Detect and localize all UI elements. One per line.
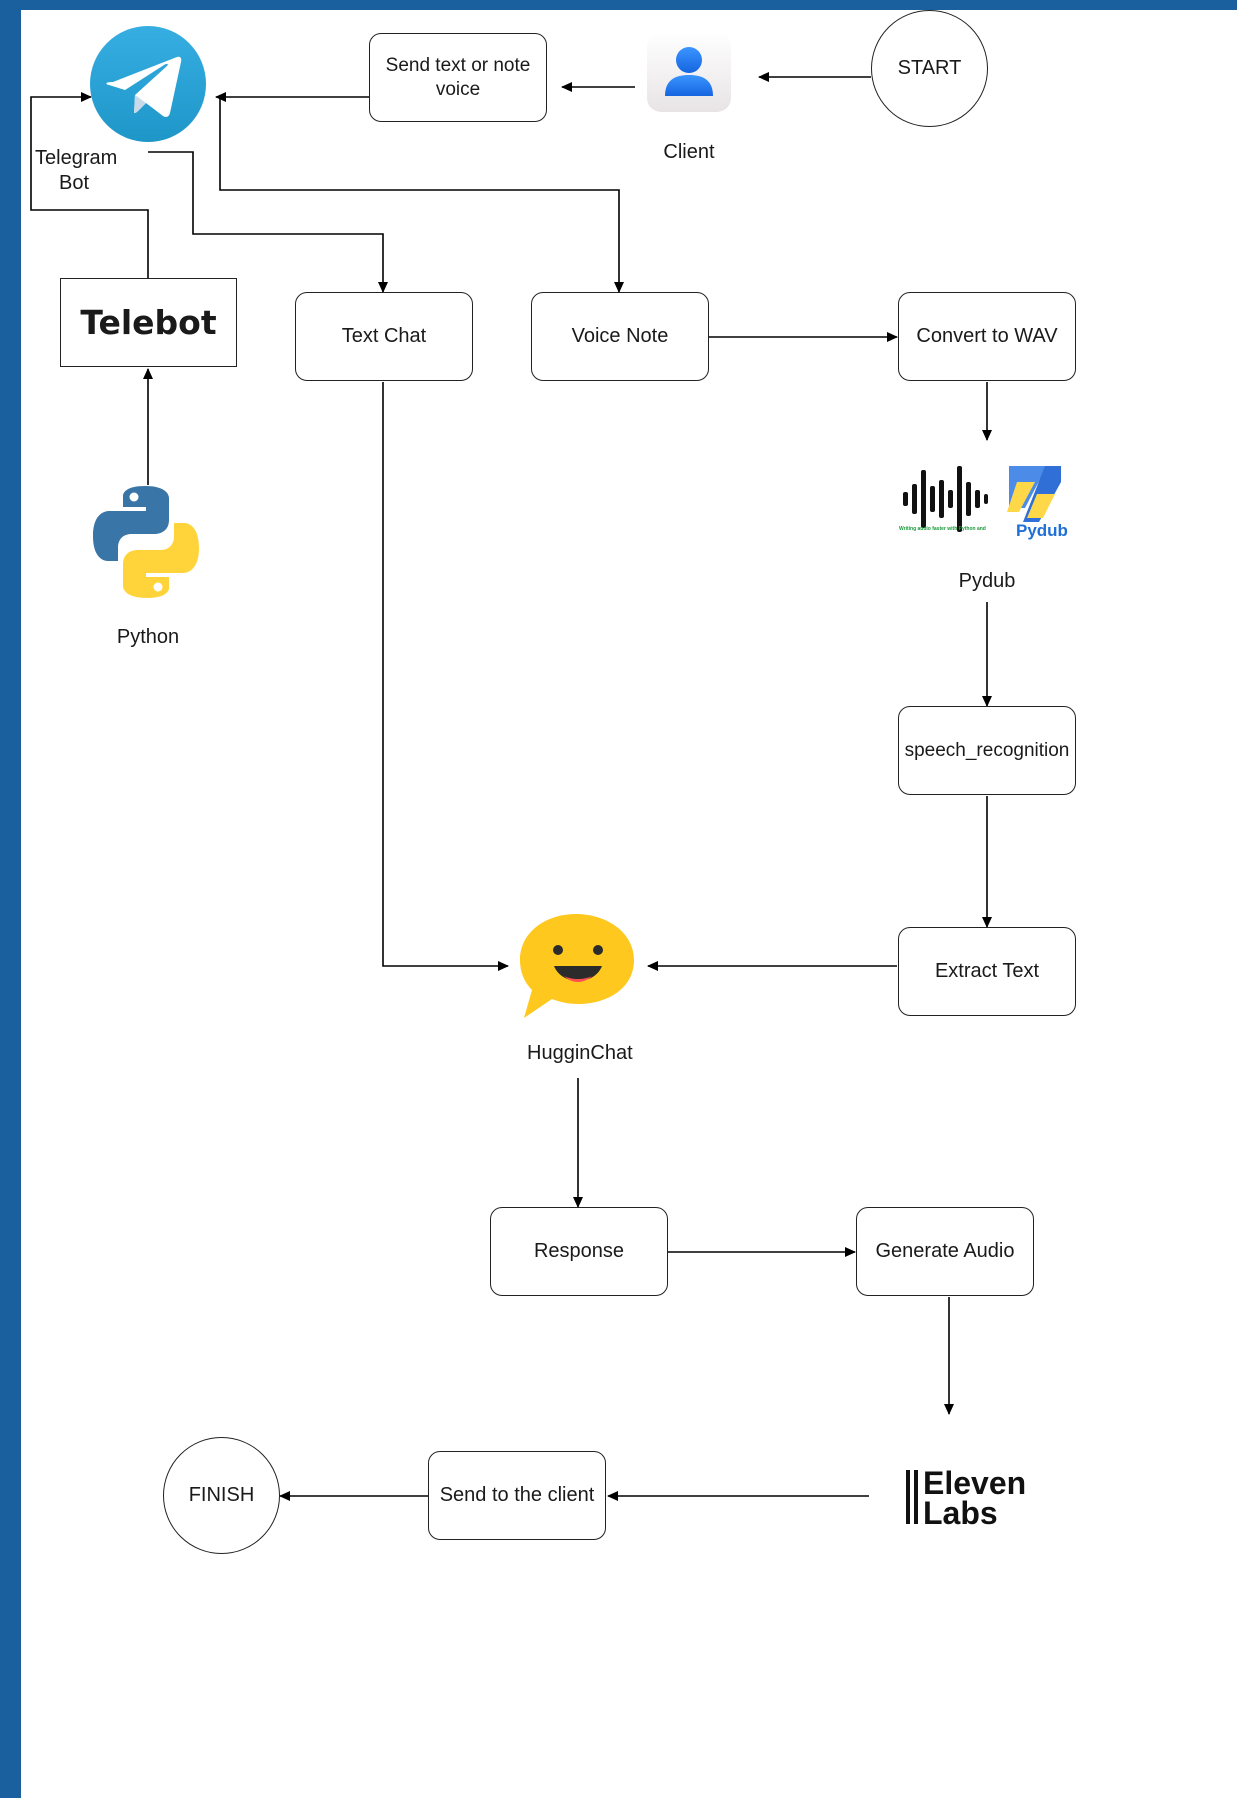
hugginchat-label: HugginChat [527, 1042, 633, 1064]
elevenlabs-line2: Labs [923, 1495, 998, 1532]
start-label: START [897, 57, 962, 79]
finish-node: FINISH [163, 1437, 280, 1554]
python-icon [88, 482, 204, 602]
arrow-telegram-to-voicenote [219, 97, 624, 293]
elevenlabs-wordmark: Eleven Labs [923, 1465, 1027, 1532]
telebot-node: Telebot [60, 278, 237, 367]
arrow-telebot-to-telegram [30, 92, 149, 278]
pydub-logo-text: Pydub [1016, 521, 1068, 540]
pydub-label: Pydub [958, 570, 1016, 592]
generate-audio-node: Generate Audio [856, 1207, 1034, 1296]
send-text-node: Send text or note voice [369, 33, 547, 122]
speech-recognition-label: speech_recognition [904, 739, 1070, 761]
telegram-bot-text: Telegram Bot [35, 147, 118, 194]
elevenlabs-line1: Eleven [923, 1465, 1027, 1501]
send-client-node: Send to the client [428, 1451, 606, 1540]
send-client-label: Send to the client [439, 1484, 595, 1506]
connector-lines [30, 72, 992, 1501]
elevenlabs-logo [904, 1468, 922, 1526]
start-node: START [871, 10, 988, 127]
voice-note-node: Voice Note [531, 292, 709, 381]
telegram-icon [89, 25, 207, 143]
diagram-canvas: START Client Send text or note voice [21, 10, 1237, 1798]
python-label: Python [116, 626, 180, 648]
telebot-label: Telebot [80, 302, 217, 342]
send-text-label: Send text or note voice [385, 54, 531, 100]
pydub-tagline: Writing audio faster with Python and [899, 526, 986, 532]
extract-text-label: Extract Text [934, 960, 1040, 982]
client-label: Client [663, 141, 715, 163]
arrow-textchat-to-hugginchat [382, 382, 509, 971]
waveform-icon [897, 462, 1079, 544]
text-chat-node: Text Chat [295, 292, 473, 381]
generate-audio-label: Generate Audio [875, 1240, 1015, 1262]
response-node: Response [490, 1207, 668, 1296]
convert-wav-label: Convert to WAV [916, 325, 1058, 347]
extract-text-node: Extract Text [898, 927, 1076, 1016]
telegram-bot-label: Telegram Bot [35, 146, 117, 196]
user-icon [645, 30, 733, 114]
voice-note-label: Voice Note [571, 325, 669, 347]
convert-wav-node: Convert to WAV [898, 292, 1076, 381]
smiley-chat-icon [518, 910, 638, 1022]
arrow-telegram-to-textchat [148, 151, 388, 293]
response-label: Response [533, 1240, 625, 1262]
finish-label: FINISH [188, 1484, 255, 1506]
text-chat-label: Text Chat [341, 325, 427, 347]
speech-recognition-node: speech_recognition [898, 706, 1076, 795]
